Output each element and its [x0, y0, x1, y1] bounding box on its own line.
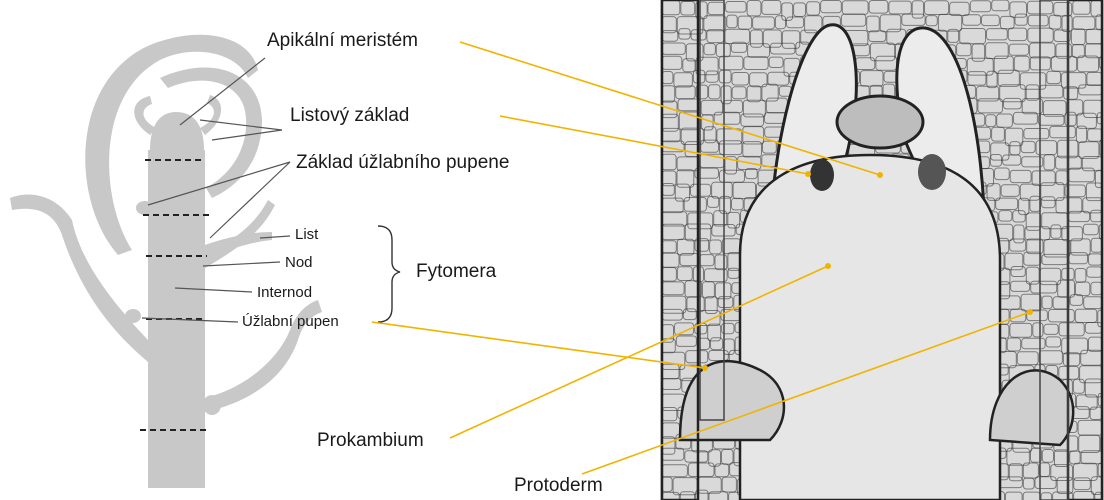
label-procambium: Prokambium	[317, 431, 424, 450]
label-phytomer: Fytomera	[416, 262, 496, 281]
mid-leaf-right-2	[205, 232, 272, 258]
label-apical-meristem: Apikální meristém	[267, 31, 418, 50]
label-leaf-primordium: Listový základ	[290, 106, 409, 125]
apex-dome	[150, 112, 204, 150]
phytomer-bracket	[378, 226, 400, 322]
bud-lower	[203, 395, 221, 415]
bud-upper	[136, 201, 154, 215]
micrograph	[660, 0, 1104, 500]
shoot-apex-dome	[740, 155, 1000, 500]
label-node: Nod	[285, 255, 313, 270]
bud-mid	[125, 309, 141, 323]
label-axillary-bud: Úžlabní pupen	[242, 314, 339, 329]
inner-leaf-left	[134, 96, 156, 135]
label-protoderm: Protoderm	[514, 476, 603, 495]
label-axillary-bud-base: Základ úžlabního pupene	[296, 153, 509, 172]
leaf-base-spot-left	[810, 159, 834, 191]
plant-schematic	[10, 35, 322, 488]
lower-leaf-left	[10, 194, 148, 362]
label-internode: Internod	[257, 285, 312, 300]
arrow-bud	[702, 365, 708, 371]
leaf-base-spot-right	[918, 154, 946, 190]
arrow-protoderm	[1027, 309, 1033, 315]
arrow-primordium	[805, 171, 811, 177]
arrow-procambium	[825, 263, 831, 269]
arrow-apical	[877, 172, 883, 178]
leader-nod	[203, 262, 280, 266]
young-primordium	[837, 96, 923, 148]
label-leaf: List	[295, 227, 318, 242]
